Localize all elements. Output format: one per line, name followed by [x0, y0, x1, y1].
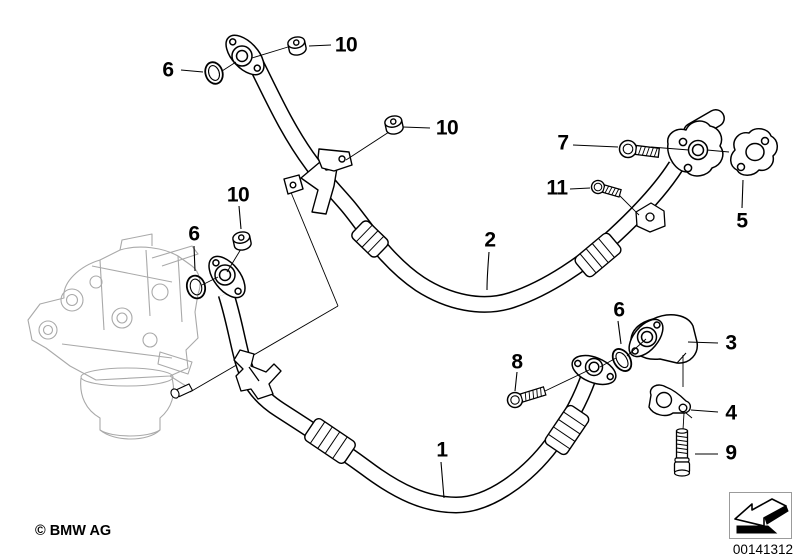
assembly-axis-lines	[201, 46, 730, 431]
callout-6[interactable]: 6	[613, 298, 625, 322]
bolt-8	[506, 386, 547, 409]
copyright-text: © BMW AG	[35, 523, 112, 539]
bolt-9	[673, 428, 691, 477]
pipe-1	[217, 291, 598, 514]
fasteners	[185, 36, 691, 477]
callout-8[interactable]: 8	[511, 350, 523, 374]
pipe-couplings	[304, 220, 622, 464]
callout-4[interactable]: 4	[725, 401, 737, 425]
callout-9[interactable]: 9	[725, 441, 737, 465]
callout-10[interactable]: 10	[226, 183, 250, 207]
nut-10	[287, 36, 307, 56]
callout-6[interactable]: 6	[162, 58, 174, 82]
callout-2[interactable]: 2	[484, 228, 496, 252]
bolt11-tab	[635, 202, 666, 233]
direction-thumbnail	[729, 492, 792, 539]
callout-leader-lines	[180, 44, 744, 499]
pipe1-top-flange	[208, 255, 246, 299]
bolt-7	[618, 139, 661, 159]
callout-10[interactable]: 10	[435, 116, 459, 140]
pipe1-end-flange	[571, 354, 617, 386]
bolt-11	[590, 179, 622, 198]
gasket-4	[648, 384, 693, 419]
callout-1[interactable]: 1	[436, 438, 448, 462]
engine-assembly-sketch	[27, 233, 201, 440]
pipe1-clamp	[233, 349, 282, 400]
callout-6[interactable]: 6	[188, 222, 200, 246]
callout-5[interactable]: 5	[736, 209, 748, 233]
mounting-bracket	[283, 148, 353, 215]
callout-10[interactable]: 10	[334, 33, 358, 57]
locator-lines	[189, 189, 339, 393]
nut-10	[384, 115, 404, 135]
nut-10	[232, 231, 252, 251]
engine-mount-bolt	[170, 383, 194, 399]
callout-11[interactable]: 11	[546, 176, 568, 200]
pipe-2	[248, 60, 684, 313]
pipe2-end-flange	[667, 109, 725, 177]
callout-7[interactable]: 7	[557, 131, 569, 155]
gasket-5	[730, 128, 778, 176]
callout-3[interactable]: 3	[725, 331, 737, 355]
direction-arrow-icon	[734, 498, 789, 534]
adapter-flange-3	[628, 314, 698, 364]
pipe2-top-flange	[225, 34, 265, 76]
o-ring-6	[185, 61, 633, 372]
image-number: 00141312	[732, 542, 793, 557]
